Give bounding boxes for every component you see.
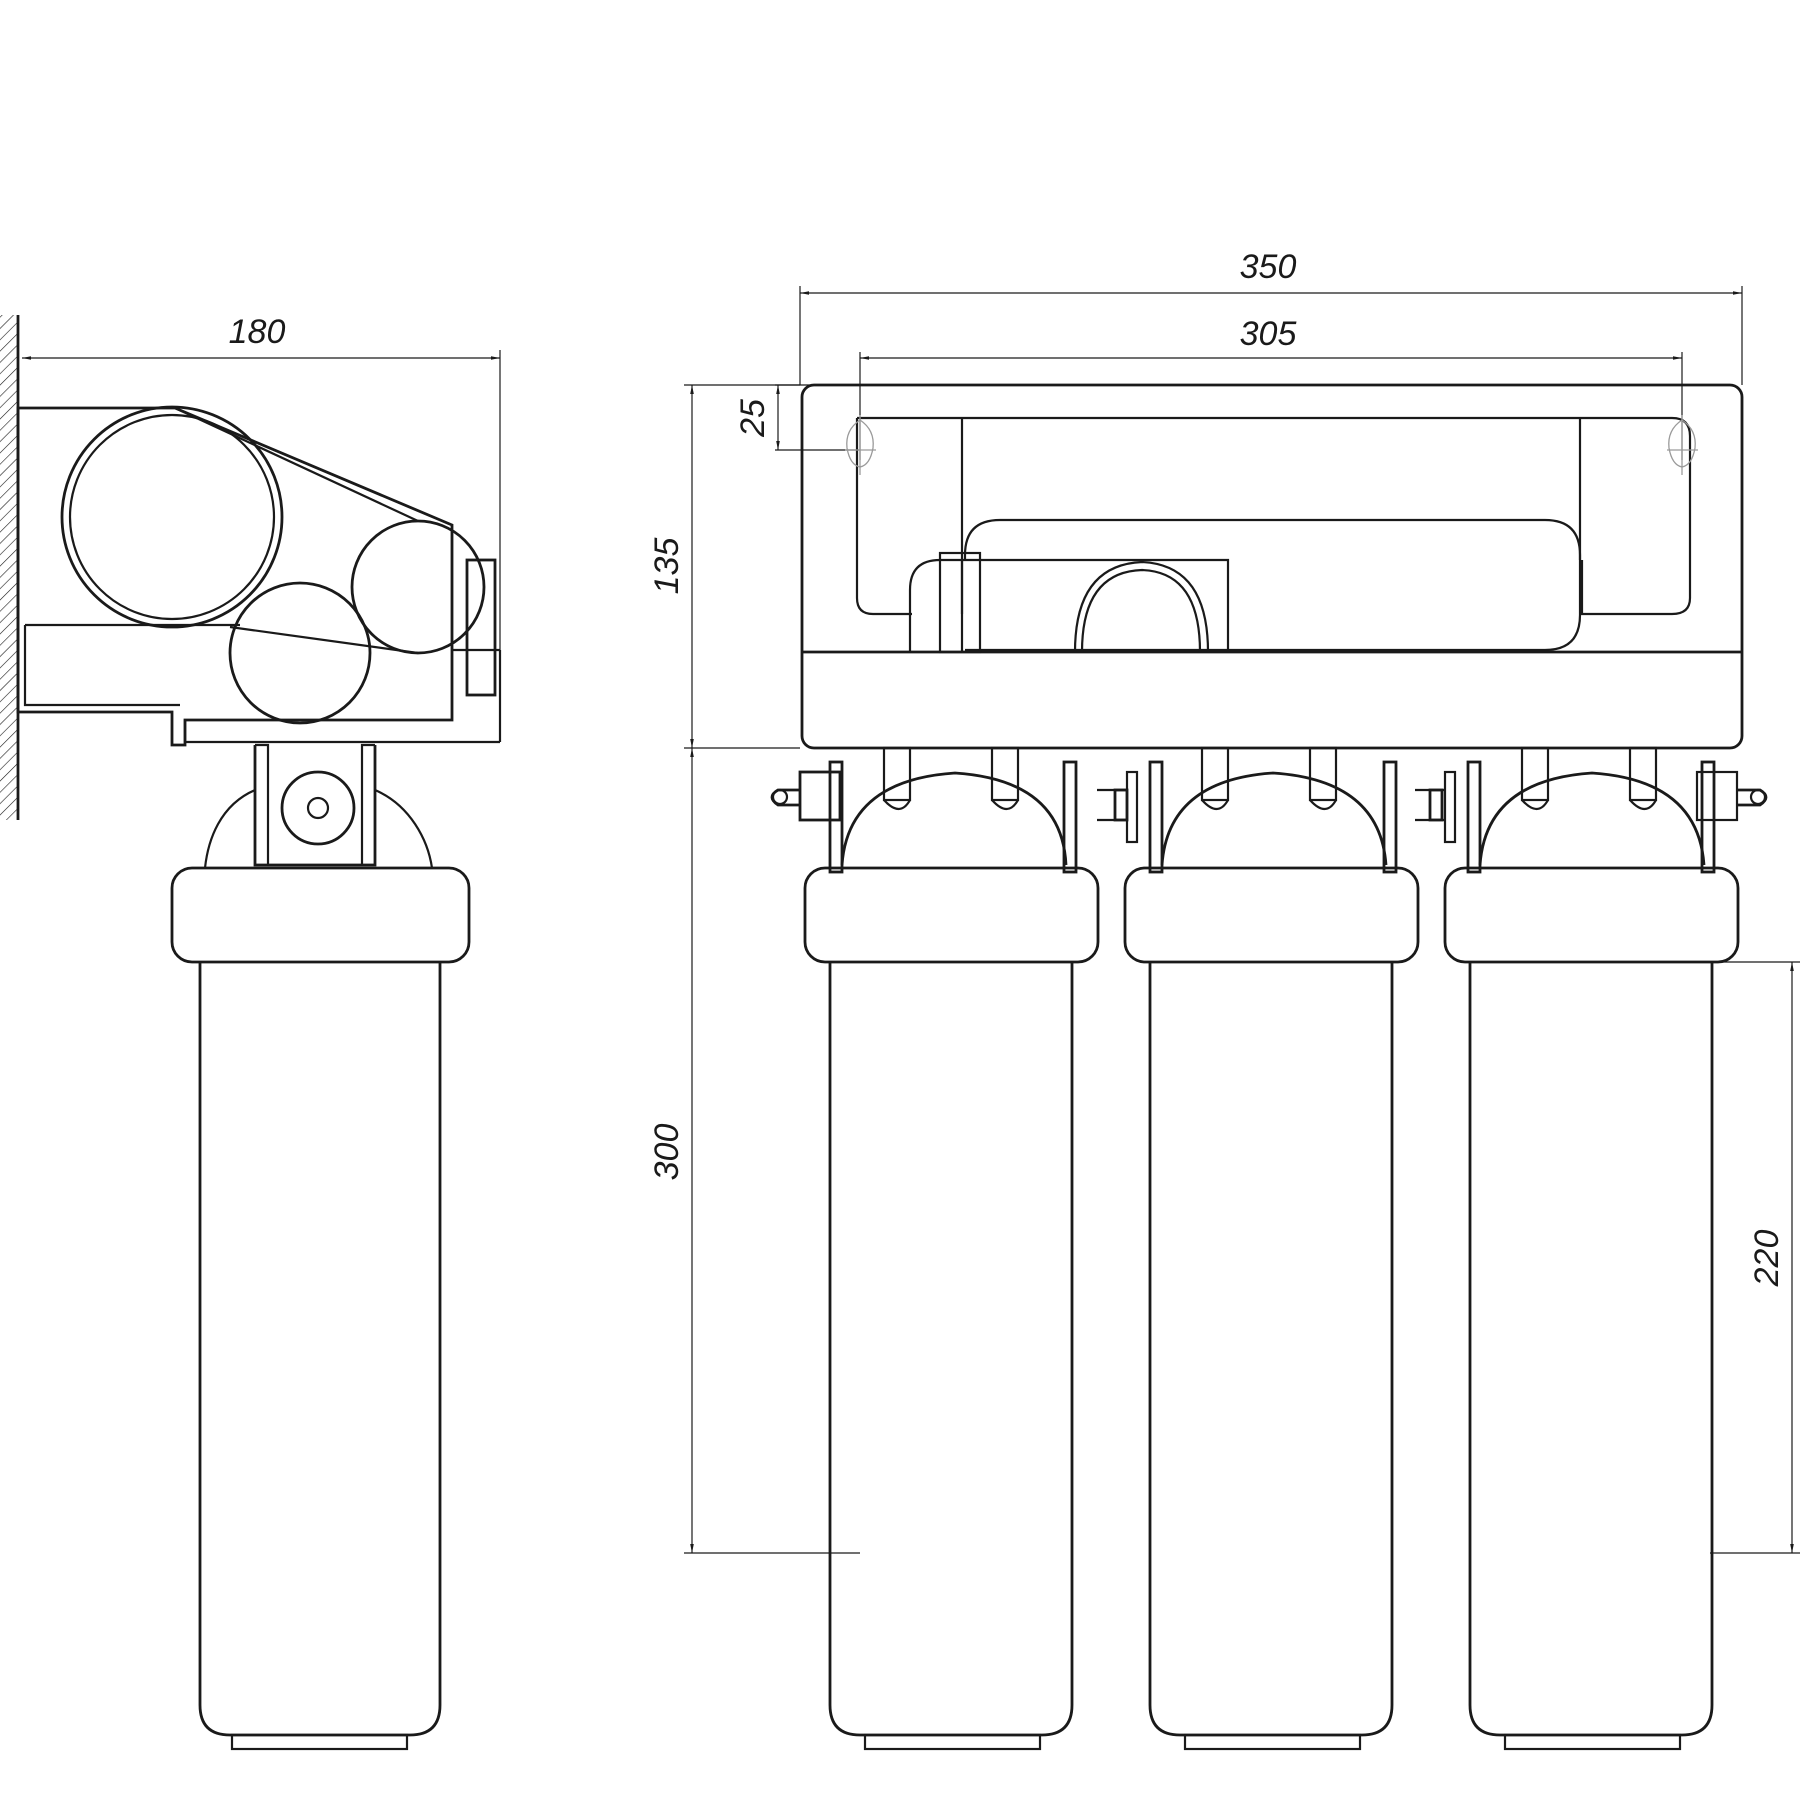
- bracket-height-label: 135: [648, 538, 686, 595]
- filter-2-collar: [1123, 866, 1420, 964]
- hole-offset-label: 25: [734, 399, 772, 438]
- side-housing-right: [350, 519, 486, 655]
- front-view: 350 305 25 135 300: [648, 248, 1800, 1751]
- filter-2-bowl: [1148, 962, 1394, 1737]
- total-height-label: 300: [648, 1124, 686, 1181]
- filter-unit-3: [1443, 746, 1740, 1751]
- side-end-plate: [465, 558, 497, 697]
- filter-unit-1: [803, 746, 1100, 1751]
- side-depth-label: 180: [229, 313, 286, 351]
- filter-3-bowl: [1468, 962, 1714, 1737]
- total-width-label: 350: [1240, 248, 1297, 286]
- filter-unit-2: [1123, 746, 1420, 1751]
- filter-1-collar: [803, 866, 1100, 964]
- wall-hatch: [0, 315, 18, 820]
- manifold-rail: [770, 770, 1768, 844]
- side-housing-large: [60, 405, 284, 629]
- total-height-dimension: 300: [648, 748, 860, 1554]
- hole-offset-dimension: 25: [734, 384, 860, 451]
- side-filter-head: [253, 745, 377, 867]
- front-bracket: [800, 383, 1744, 750]
- filter-3-collar: [1443, 866, 1740, 964]
- filter-1-bowl: [828, 962, 1074, 1737]
- hole-spacing-label: 305: [1240, 315, 1297, 353]
- hole-spacing-dimension: 305: [859, 315, 1683, 460]
- bracket-height-dimension: 135: [648, 384, 800, 749]
- side-inlet-fitting: [280, 770, 356, 846]
- side-bowl: [198, 962, 442, 1737]
- housing-height-dimension: 220: [1710, 961, 1800, 1554]
- side-depth-dimension: 180: [22, 313, 501, 650]
- keyhole-slot-left: [845, 415, 876, 475]
- side-bowl-base: [230, 1733, 409, 1751]
- housing-height-label: 220: [1748, 1230, 1786, 1288]
- total-width-dimension: 350: [799, 248, 1743, 385]
- side-bowl-collar: [170, 866, 471, 964]
- side-view: 180: [0, 313, 502, 1751]
- side-housing-bottom: [228, 581, 372, 725]
- keyhole-slot-right: [1667, 415, 1698, 475]
- horizontal-cartridge: [965, 518, 1582, 652]
- side-bracket: [16, 406, 454, 747]
